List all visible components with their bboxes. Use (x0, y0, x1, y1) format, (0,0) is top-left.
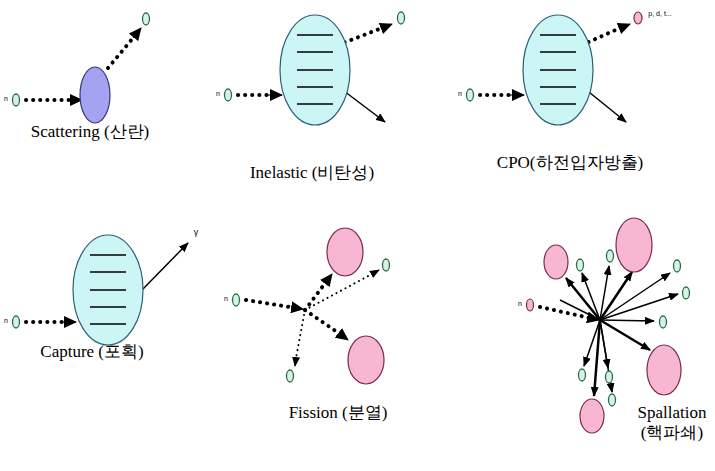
track-line (340, 334, 348, 340)
track-line (600, 320, 654, 321)
track-line (297, 35, 333, 104)
reaction-caption: Fission (분열) (289, 403, 388, 423)
track-line (26, 98, 70, 102)
reaction-caption: Spallation (핵파쇄) (631, 403, 713, 444)
track-line (90, 35, 576, 324)
particle-shape (398, 12, 405, 24)
track-line (142, 88, 678, 396)
particle-shape (544, 245, 568, 279)
track-line (13, 12, 690, 406)
particle-shape (580, 399, 604, 433)
particle-shape (674, 260, 681, 272)
particle-symbol: γ (194, 227, 199, 238)
track-line (620, 24, 630, 28)
particle-shape (579, 369, 586, 381)
track-line (73, 15, 593, 345)
track-line (305, 310, 340, 334)
particle-shape (523, 15, 593, 125)
track-line (238, 93, 268, 97)
particle-shape (607, 250, 614, 262)
particle-symbol: n (216, 90, 220, 98)
track-line (133, 28, 141, 38)
particle-shape (606, 371, 613, 383)
track-line (108, 38, 133, 68)
particle-symbol: n (4, 317, 8, 325)
track-line (600, 294, 678, 320)
particle-symbol: n (518, 300, 522, 308)
track-line (26, 320, 62, 324)
particle-shape (80, 67, 110, 123)
particle-shape (647, 345, 681, 395)
particle-shape (225, 89, 232, 101)
track-line (62, 322, 76, 323)
particle-symbol: n (458, 90, 462, 98)
track-line (584, 320, 600, 366)
particle-shape (348, 336, 384, 384)
track-line (305, 282, 326, 310)
reaction-caption: Scattering (산란) (31, 122, 150, 142)
reaction-caption: Capture (포획) (40, 342, 143, 362)
track-line (372, 270, 379, 274)
track-line (594, 320, 600, 396)
particle-symbol: p, d, t... (648, 10, 671, 18)
track-line (246, 300, 296, 308)
particle-shape (616, 218, 652, 272)
track-line (600, 320, 650, 350)
particle-shape (327, 228, 363, 276)
reaction-caption: CPO(하전입자방출) (497, 153, 643, 173)
particle-shape (73, 235, 143, 345)
track-line (296, 310, 305, 358)
track-line (600, 272, 632, 320)
track-line (327, 12, 681, 433)
particle-symbol: n (224, 295, 228, 303)
track-line (90, 255, 126, 324)
track-line (326, 274, 332, 282)
particle-shape (13, 94, 20, 106)
track-line (305, 274, 372, 310)
track-line (600, 320, 612, 392)
track-line (268, 95, 282, 96)
particle-shape (609, 394, 616, 406)
particle-shape (527, 299, 534, 311)
track-line (527, 299, 534, 311)
track-line (600, 266, 609, 320)
particle-shape (660, 316, 667, 328)
particle-shape (467, 89, 474, 101)
track-line (295, 358, 296, 366)
particle-shape (13, 316, 20, 328)
track-line (510, 95, 524, 96)
track-line (540, 35, 576, 104)
track-line (296, 308, 303, 309)
particle-shape (634, 12, 642, 24)
track-line (480, 93, 510, 97)
particle-shape (143, 13, 150, 25)
track-line (600, 273, 670, 320)
particle-symbol: n (4, 95, 8, 103)
track-line (540, 307, 590, 318)
track-line (382, 24, 392, 28)
reaction-caption: Inelastic (비탄성) (250, 163, 374, 183)
particle-shape (383, 259, 390, 271)
track-line (560, 300, 600, 320)
track-line (566, 278, 600, 320)
particle-shape (280, 15, 350, 125)
track-line (142, 243, 188, 290)
particle-shape (577, 259, 584, 271)
particle-shape (683, 287, 690, 299)
particle-shape (287, 370, 294, 382)
particle-shape (233, 294, 240, 306)
